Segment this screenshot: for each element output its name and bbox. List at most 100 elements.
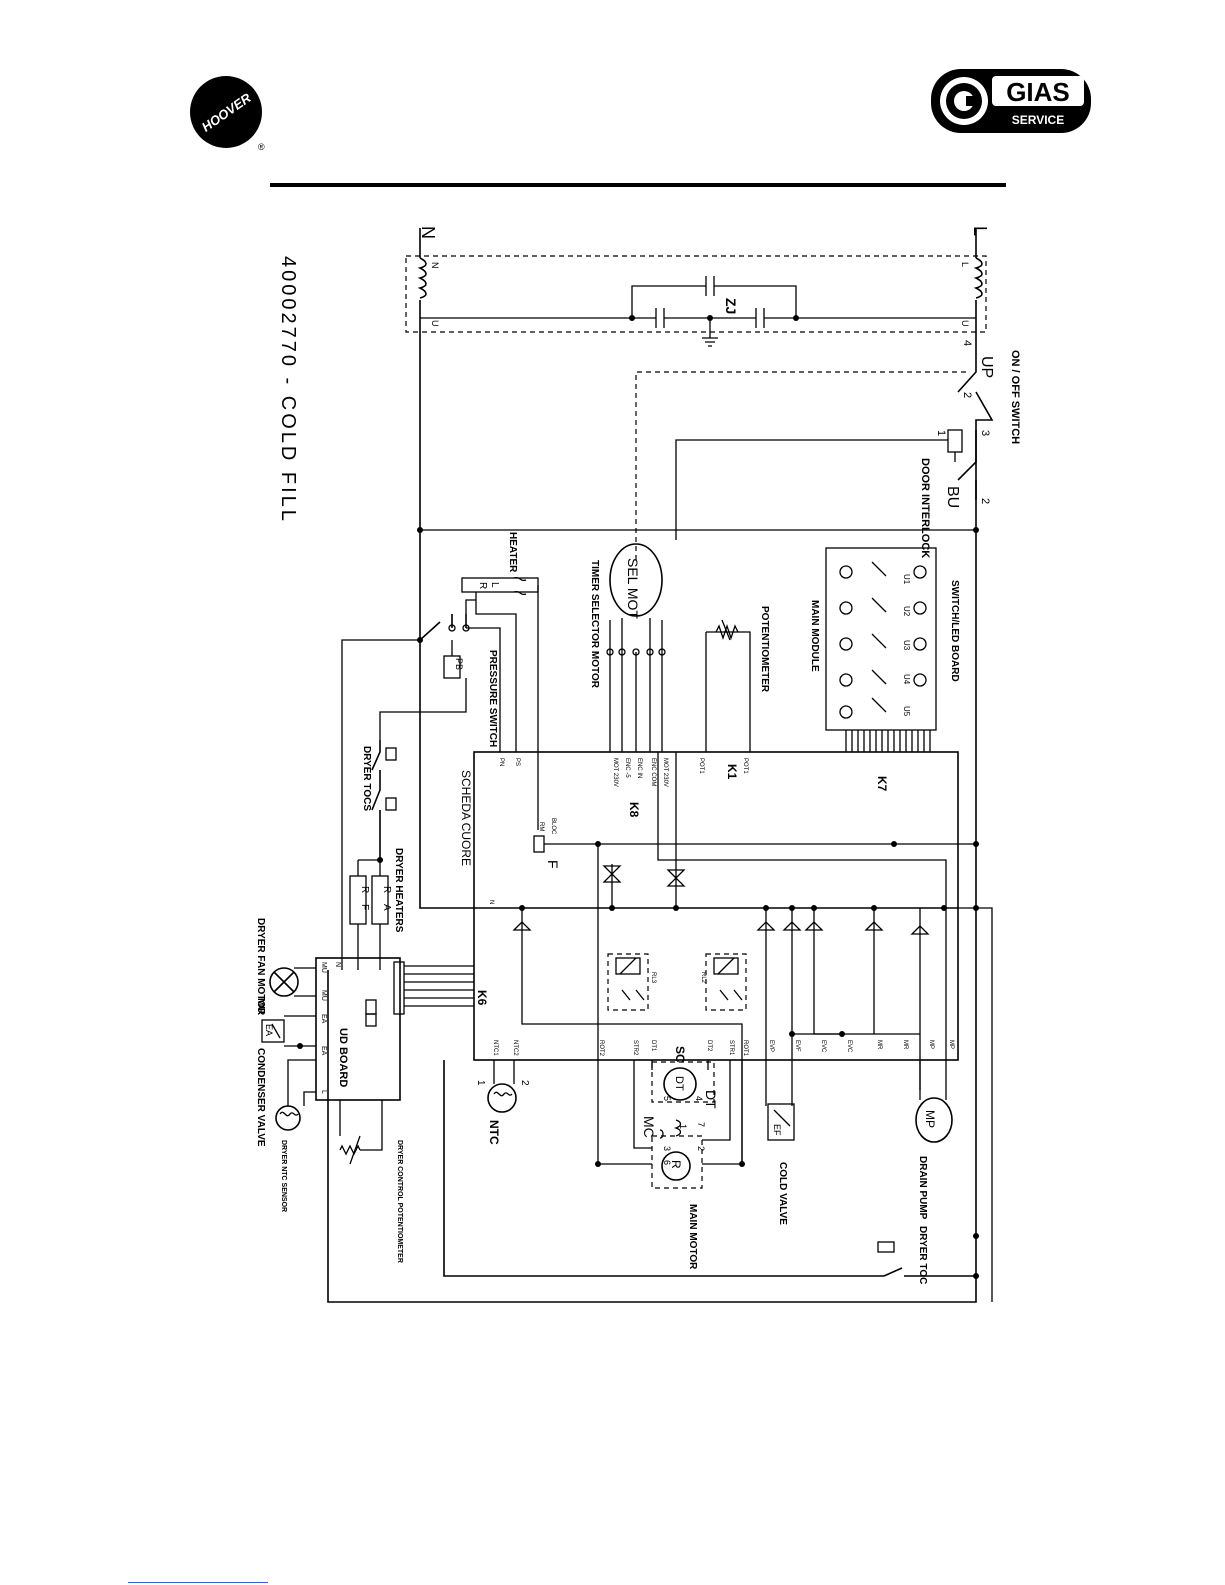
core-pin-mr1: MR xyxy=(876,1040,882,1050)
core-pin-evp: EVP xyxy=(768,1040,774,1052)
ud-pin-l: L xyxy=(320,1090,327,1094)
k8-label: K8 xyxy=(627,802,641,818)
switch-led-board-label: SWITCH/LED BOARD xyxy=(949,580,960,682)
diagram-title: 40002770 - COLD FILL xyxy=(277,256,299,524)
switch-pin-2: 2 xyxy=(961,392,973,398)
k1-label: K1 xyxy=(725,764,739,780)
core-pin-ntc2: NTC2 xyxy=(512,1040,518,1056)
timer-selector-label: TIMER SELECTOR MOTOR xyxy=(589,560,600,689)
k7-label: K7 xyxy=(875,776,889,792)
interlock-code: BU xyxy=(944,486,961,508)
k6-label: K6 xyxy=(475,990,489,1006)
filter-pin-l: L xyxy=(960,262,970,267)
condenser-valve: EA CONDENSER VALVE xyxy=(255,1015,316,1147)
sel-mot-label: SEL MOT xyxy=(625,558,641,619)
interlock-pin-1: 1 xyxy=(935,430,947,436)
cold-valve-code: EF xyxy=(772,1124,782,1136)
ntc-sensor: 1 2 NTC xyxy=(475,1060,530,1145)
core-pin-mp1: MP xyxy=(928,1040,934,1049)
led-u4: U4 xyxy=(902,674,911,685)
ntc-label: NTC xyxy=(487,1120,501,1145)
led-row xyxy=(839,565,927,719)
scheda-cuore-label: SCHEDA CUORE xyxy=(459,770,473,866)
switch-pin-4: 4 xyxy=(961,340,973,346)
motor-pin-6: 6 xyxy=(662,1160,672,1165)
drain-pump-label: DRAIN PUMP xyxy=(917,1156,928,1220)
core-bottom-pins: NTC1 NTC2 ROT2 STR2 DT1 DT2 STR1 ROT1 EV… xyxy=(492,1040,954,1057)
filter-label: ZJ xyxy=(723,298,739,314)
sc-label: SC xyxy=(673,1046,687,1063)
ud-pin-ea2: EA xyxy=(320,1046,327,1056)
led-u2: U2 xyxy=(902,606,911,617)
dryer-tocs-label: DRYER TOCS xyxy=(361,746,372,811)
condenser-label: CONDENSER VALVE xyxy=(255,1048,266,1147)
dryer-toc: DRYER TOC xyxy=(443,1060,979,1284)
registered-mark: ® xyxy=(258,142,265,152)
f-label: F xyxy=(545,860,561,869)
ntc-pin-1: 1 xyxy=(475,1080,486,1086)
dryer-toc-label: DRYER TOC xyxy=(917,1226,928,1284)
dryer-heater-a: A xyxy=(381,904,392,911)
dryer-tocs: DRYER TOCS xyxy=(361,740,397,863)
core-pin-mp2: MP xyxy=(948,1040,954,1049)
ud-pin-mu2: MU xyxy=(320,990,327,1001)
rail-junctions xyxy=(417,527,993,1302)
filter-pin-n: N xyxy=(430,262,440,269)
dryer-fan-code: MU xyxy=(255,998,266,1014)
k8-pin-enccom: ENC COM xyxy=(650,758,656,786)
switch-label: ON / OFF SWITCH xyxy=(1009,350,1021,444)
ntc-pin-2: 2 xyxy=(519,1080,530,1086)
ud-board-label: UD BOARD xyxy=(337,1028,349,1087)
emi-filter: ZJ N L U U xyxy=(405,255,987,347)
ud-pin-mu1: MU xyxy=(320,962,327,973)
k8-pin-mot1: MOT 230V xyxy=(662,758,668,787)
drain-pump-code: MP xyxy=(923,1110,937,1128)
k8-pin-enc5: ENC -5 xyxy=(624,758,630,778)
core-pin-rot2: ROT2 xyxy=(598,1040,604,1057)
rm-label: RM xyxy=(538,822,544,831)
bloc-label: BLOC xyxy=(550,818,556,835)
cold-valve-label: COLD VALVE xyxy=(777,1162,788,1225)
interlock-pin-3: 3 xyxy=(979,430,991,436)
core-pin-n: N xyxy=(488,900,494,904)
filter-pin-u1: U xyxy=(430,320,440,327)
timer-selector-motor: SEL MOT TIMER SELECTOR MOTOR xyxy=(589,543,666,752)
core-pin-dt1: DT1 xyxy=(650,1040,656,1052)
triacs xyxy=(512,865,930,935)
led-u5: U5 xyxy=(902,706,911,717)
interlock-pin-2: 2 xyxy=(979,498,991,504)
header-rule xyxy=(270,183,1006,187)
scheda-cuore-board: SCHEDA CUORE K7 K1 K8 K6 SC F POT1 POT1 … xyxy=(459,751,976,1164)
main-module-label: MAIN MODULE xyxy=(809,600,820,672)
core-pin-ps: PS xyxy=(514,758,520,766)
dryer-control-pot: DRYER CONTROL POTENTIOMETER xyxy=(339,1100,403,1263)
ud-pin-n: N xyxy=(334,962,341,967)
pressure-switch: PB PRESSURE SWITCH xyxy=(341,599,501,970)
core-pin-ntc1: NTC1 xyxy=(492,1040,498,1056)
pressure-switch-code: PB xyxy=(454,658,464,670)
gias-text: GIAS xyxy=(1006,77,1070,107)
motor-code-label: MC xyxy=(641,1116,657,1138)
relay-rl3: RL3 xyxy=(607,953,656,1011)
dryer-heater-r2: R xyxy=(381,886,392,893)
core-pin-evf: EVF xyxy=(794,1040,800,1052)
motor-pin-3: 3 xyxy=(662,1146,672,1151)
dryer-heater-f: F xyxy=(359,904,370,910)
switch-code: UP xyxy=(978,356,995,378)
relay-rl3-label: RL3 xyxy=(650,972,656,984)
dt-inner-label: DT xyxy=(673,1076,685,1091)
dryer-ntc-sensor: DRYER NTC SENSOR xyxy=(275,1059,316,1212)
dryer-fan-motor: DRYER FAN MOTOR MU xyxy=(255,918,316,1016)
service-text: SERVICE xyxy=(1012,113,1064,127)
gias-service-logo: GIAS SERVICE xyxy=(931,69,1091,133)
pot1-pin-b: POT1 xyxy=(698,758,704,774)
core-pin-str1: STR1 xyxy=(728,1040,734,1056)
relay-rl2: RL2 xyxy=(700,953,747,1011)
dryer-heaters-label: DRYER HEATERS xyxy=(393,848,404,933)
heater-pin-r: R xyxy=(477,582,488,589)
switch-led-board: U1 U2 U3 U4 U5 SWITCH/LED BOARD MAIN MOD… xyxy=(809,547,960,752)
ud-pin-ea1: EA xyxy=(320,1014,327,1024)
k8-pin-mot2: MOT 230V xyxy=(612,758,618,787)
rotor-label: R xyxy=(669,1160,683,1169)
